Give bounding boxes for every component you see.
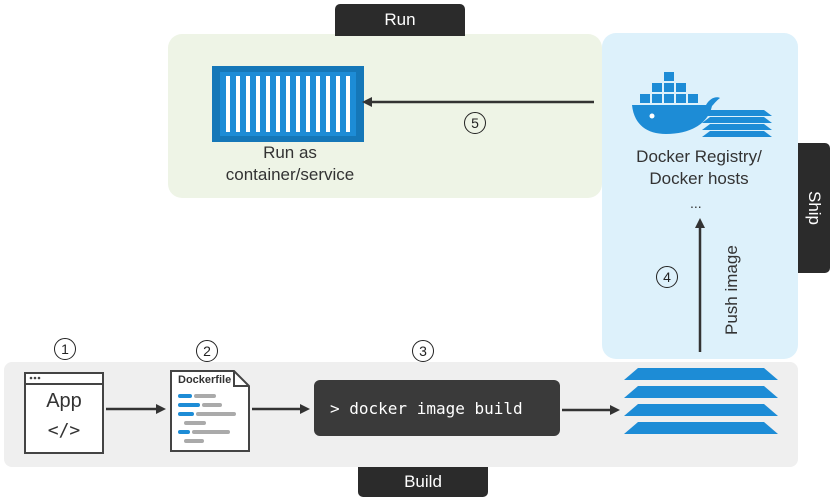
app-window-titlebar	[26, 374, 102, 385]
arrow-push-icon	[695, 218, 705, 352]
step-4-badge: 4	[656, 266, 678, 288]
image-layers-icon	[624, 368, 778, 434]
arrow-run-icon	[362, 97, 594, 107]
registry-ellipsis: ...	[690, 195, 702, 211]
step-2-badge: 2	[196, 340, 218, 362]
build-command-box: > docker image build	[314, 380, 560, 436]
registry-label-line1: Docker Registry/	[636, 147, 762, 166]
run-section-tab: Run	[335, 4, 465, 36]
window-dots-icon	[29, 376, 41, 380]
arrow-app-to-dockerfile-icon	[106, 404, 166, 414]
run-label-line2: container/service	[225, 165, 355, 184]
step-1-badge: 1	[54, 338, 76, 360]
arrow-dockerfile-to-build-icon	[252, 404, 310, 414]
run-label-line1: Run as	[263, 143, 317, 162]
registry-layers-icon	[702, 110, 772, 137]
app-window-icon: App </>	[24, 372, 104, 454]
app-code-symbol: </>	[47, 420, 81, 441]
dockerfile-title: Dockerfile	[178, 374, 232, 386]
build-section-tab: Build	[358, 467, 488, 497]
shipping-container-icon	[212, 66, 364, 142]
build-section-label: Build	[404, 472, 442, 491]
step-3-badge: 3	[412, 340, 434, 362]
ship-section-tab: Ship	[798, 143, 830, 273]
ship-section-label: Ship	[805, 190, 824, 226]
docker-whale-icon	[632, 72, 720, 134]
dockerfile-icon	[170, 370, 250, 452]
registry-label-line2: Docker hosts	[649, 169, 749, 188]
run-section-label: Run	[384, 10, 416, 29]
app-title: App	[46, 390, 82, 412]
arrow-build-to-image-icon	[562, 405, 620, 415]
push-image-label: Push image	[722, 245, 741, 335]
step-5-badge: 5	[464, 112, 486, 134]
